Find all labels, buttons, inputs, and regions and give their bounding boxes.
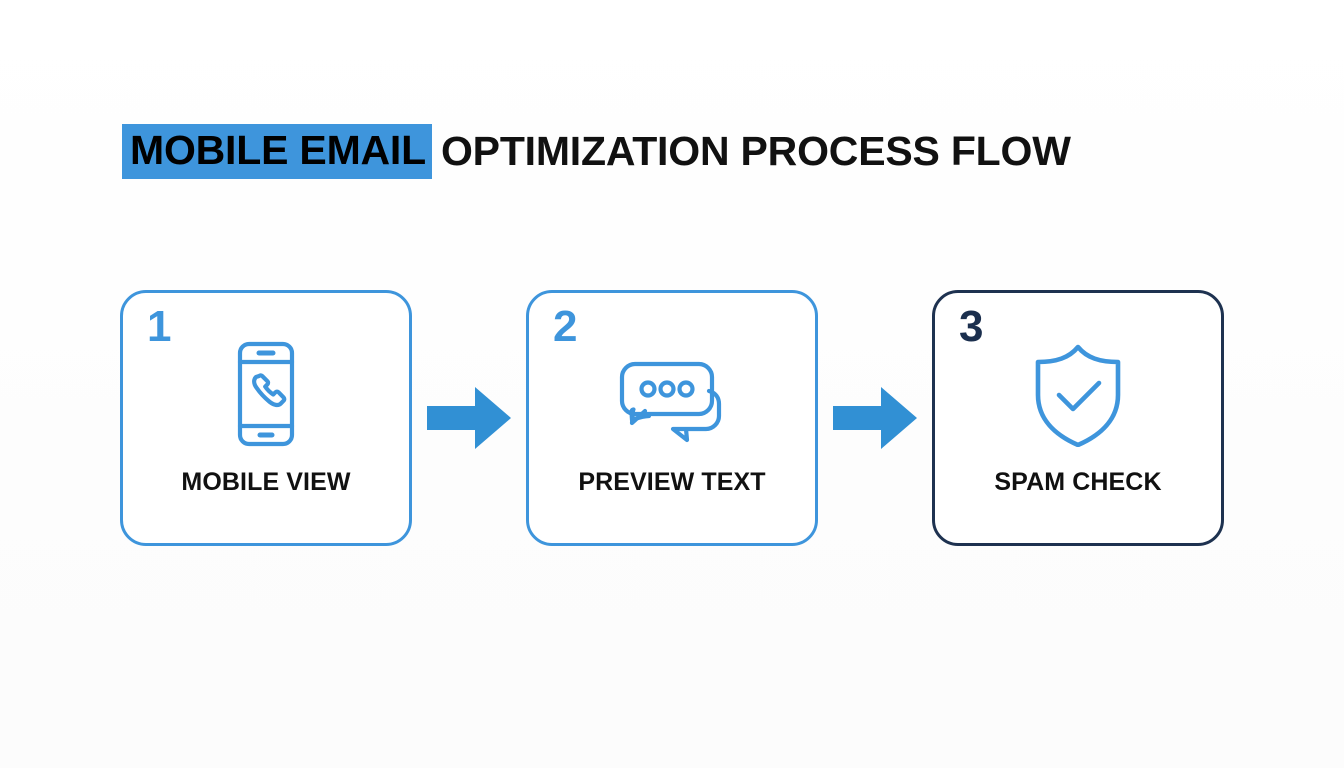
step-number: 3 xyxy=(959,302,984,351)
chat-bubbles-icon xyxy=(529,339,815,449)
page-title: MOBILE EMAIL OPTIMIZATION PROCESS FLOW xyxy=(122,124,1071,179)
page-title-highlight: MOBILE EMAIL xyxy=(122,124,432,179)
step-label: MOBILE VIEW xyxy=(181,468,351,496)
flow-step-spam-check[interactable]: 3 SPAM CHECK xyxy=(932,290,1224,546)
step-number: 1 xyxy=(147,302,172,351)
step-label: PREVIEW TEXT xyxy=(578,468,766,496)
page-title-rest: OPTIMIZATION PROCESS FLOW xyxy=(440,128,1071,174)
flow-step-mobile-view[interactable]: 1 MOBILE VIEW xyxy=(120,290,412,546)
step-number: 2 xyxy=(553,302,578,351)
step-label: SPAM CHECK xyxy=(994,468,1162,496)
arrow-right-icon xyxy=(423,382,515,454)
flow-step-preview-text[interactable]: 2 PREVIEW TEXT xyxy=(526,290,818,546)
process-flow: 1 MOBILE VIEW 2 xyxy=(120,288,1224,548)
arrow-right-icon xyxy=(829,382,921,454)
smartphone-call-icon xyxy=(123,339,409,449)
shield-check-icon xyxy=(935,339,1221,449)
